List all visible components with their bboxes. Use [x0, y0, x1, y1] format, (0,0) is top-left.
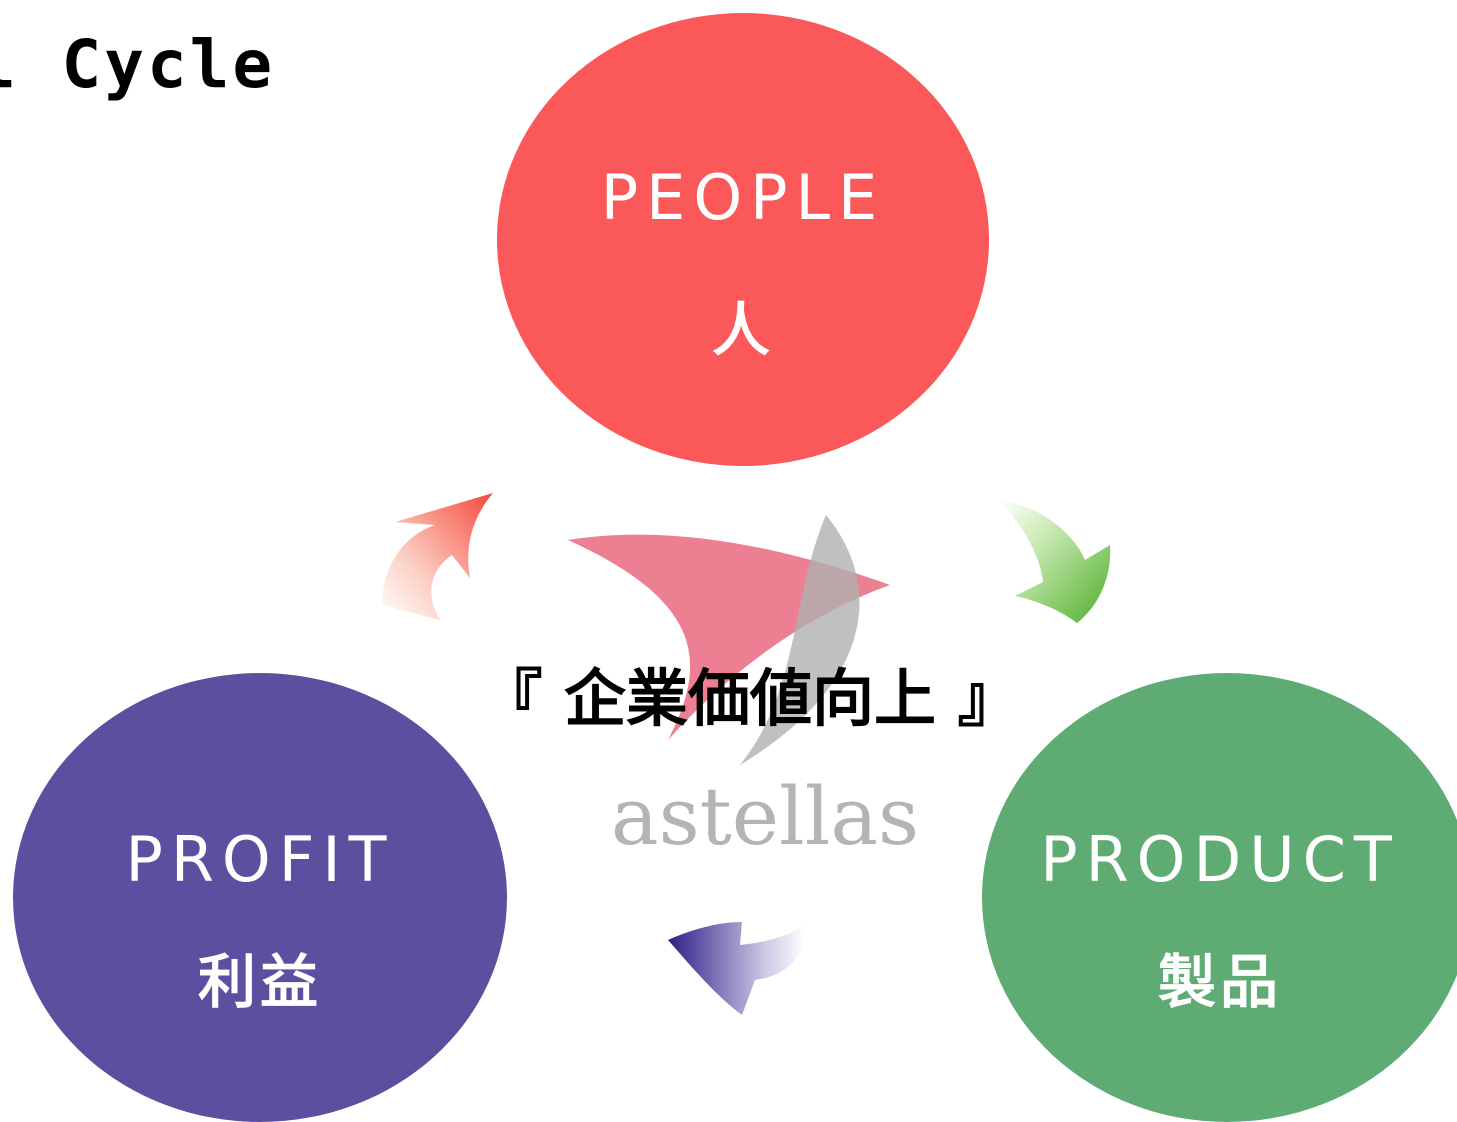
people-label: PEOPLE [600, 161, 886, 234]
logo-gray-swoosh [740, 515, 860, 765]
profit-circle: PROFIT 利益 [13, 673, 507, 1122]
profit-label-jp: 利益 [197, 948, 322, 1016]
people-label-jp: 人 [711, 296, 774, 364]
astellas-wordmark: astellas [610, 770, 920, 863]
people-circle: PEOPLE 人 [497, 13, 989, 466]
profit-label: PROFIT [125, 823, 395, 896]
product-label-jp: 製品 [1157, 948, 1282, 1016]
heading-cycle: l Cycle [0, 26, 276, 103]
arrow-product-to-profit [668, 922, 805, 1015]
product-label: PRODUCT [1040, 823, 1400, 896]
arrow-people-to-product [1000, 500, 1111, 623]
product-circle: PRODUCT 製品 [982, 673, 1457, 1122]
center-title: 『 企業価値向上 』 [480, 662, 1020, 735]
arrow-profit-to-people [382, 493, 493, 620]
